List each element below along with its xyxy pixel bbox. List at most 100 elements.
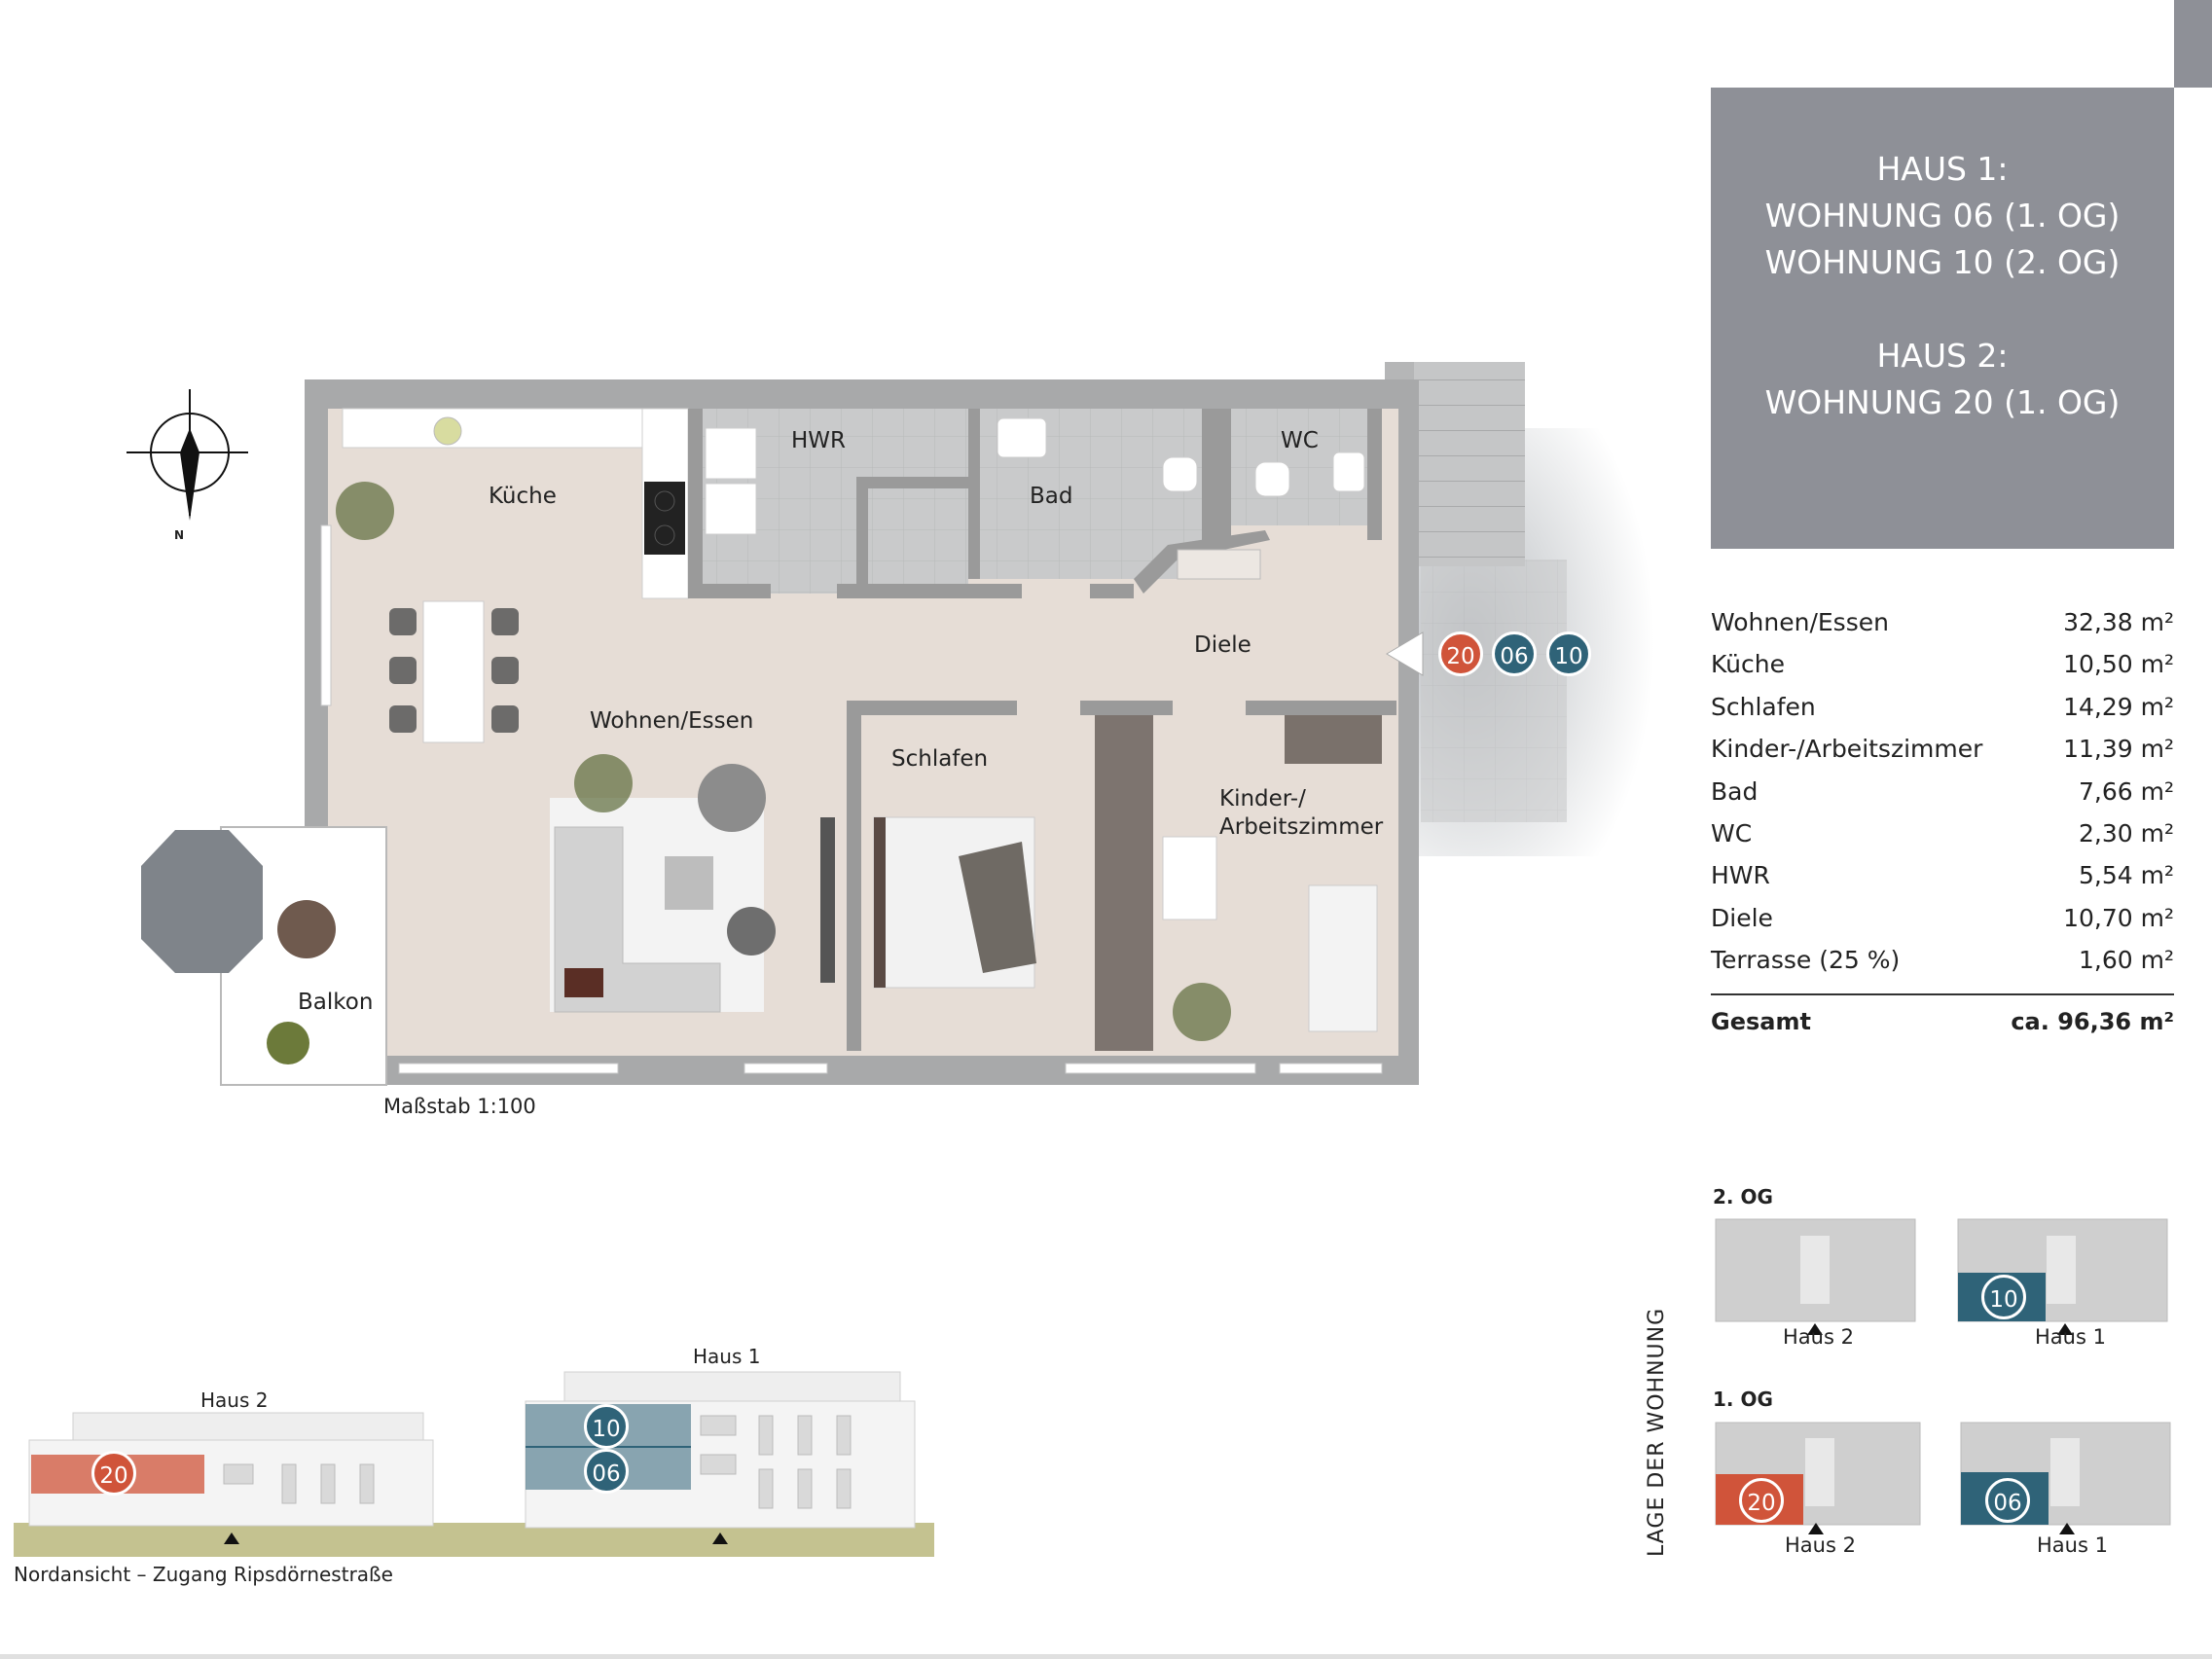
wall	[703, 584, 771, 598]
divider	[1711, 992, 2174, 995]
washer	[705, 427, 757, 480]
dryer	[705, 483, 757, 535]
wall	[1134, 530, 1270, 594]
sink	[997, 417, 1047, 458]
scale-label: Maßstab 1:100	[383, 1095, 536, 1118]
single-bed	[1308, 884, 1378, 1032]
wall	[837, 584, 1022, 598]
area-name: HWR	[1711, 861, 1770, 890]
area-row: Wohnen/Essen 32,38 m²	[1711, 601, 2174, 643]
desk	[1162, 836, 1217, 920]
elevation-caption: Nordansicht – Zugang Ripsdörnestraße	[14, 1563, 393, 1586]
area-name: Terrasse (25 %)	[1711, 946, 1901, 975]
area-value: 5,54 m²	[2079, 861, 2174, 890]
entrance-marker-icon	[1807, 1323, 1823, 1335]
wall	[847, 701, 1017, 715]
area-name: Küche	[1711, 650, 1785, 679]
wall	[856, 477, 868, 584]
header-wohnung-20: WOHNUNG 20 (1. OG)	[1764, 383, 2121, 421]
header-wohnung-10: WOHNUNG 10 (2. OG)	[1764, 243, 2121, 281]
header-haus2-title: HAUS 2:	[1876, 337, 2009, 375]
chair	[389, 657, 417, 684]
wall	[1090, 584, 1134, 598]
elevation-haus2-label: Haus 2	[200, 1389, 269, 1412]
total-label: Gesamt	[1711, 1007, 1811, 1035]
mini-badge-20: 20	[1739, 1478, 1784, 1523]
bed-blanket	[959, 842, 1036, 973]
header-haus1-title: HAUS 1:	[1876, 150, 2009, 188]
entrance-tiles	[1421, 559, 1567, 822]
floor-label-1og: 1. OG	[1713, 1388, 1773, 1411]
badge-06: 06	[1492, 631, 1537, 676]
entrance-marker-icon	[1808, 1523, 1824, 1534]
area-value: 2,30 m²	[2079, 818, 2174, 848]
wardrobe	[1177, 549, 1261, 580]
wall	[847, 701, 861, 1051]
staircase	[1413, 362, 1525, 566]
wall	[968, 409, 980, 579]
wc-toilet	[1254, 461, 1290, 497]
tv-board	[820, 817, 835, 983]
room-label-schlafen: Schlafen	[891, 746, 989, 772]
room-label-diele: Diele	[1194, 632, 1251, 658]
ground	[14, 1523, 934, 1557]
bed-headboard	[874, 817, 886, 988]
chair	[491, 657, 519, 684]
area-name: Schlafen	[1711, 692, 1816, 721]
header-wohnung-06: WOHNUNG 06 (1. OG)	[1764, 197, 2121, 234]
wall	[1080, 701, 1173, 715]
wc-sink	[1332, 451, 1365, 492]
windows	[320, 524, 1383, 1074]
entrance-arrow-icon	[1386, 631, 1424, 676]
shaft	[1095, 715, 1153, 1051]
sofa	[554, 826, 721, 1013]
room-label-kinder-2: Arbeitszimmer	[1219, 814, 1384, 840]
compass-icon	[127, 389, 248, 521]
chair	[389, 608, 417, 635]
room-label-wc: WC	[1281, 428, 1319, 453]
area-value: 7,66 m²	[2079, 776, 2174, 806]
area-value: 10,50 m²	[2063, 650, 2174, 679]
dining-table	[422, 600, 485, 743]
room-label-kinder-1: Kinder-/	[1219, 786, 1306, 811]
area-value: 14,29 m²	[2063, 692, 2174, 721]
location-plans	[1715, 1218, 2171, 1534]
balcony-plant	[267, 1022, 309, 1064]
area-value: 32,38 m²	[2063, 608, 2174, 636]
mini-haus1-2og-label: Haus 1	[2035, 1325, 2106, 1349]
room-label-bad: Bad	[1030, 484, 1073, 509]
elevation-drawing	[14, 1371, 934, 1557]
facade-windows	[223, 1415, 852, 1509]
area-name: Wohnen/Essen	[1711, 608, 1889, 636]
mini-haus2-2og-label: Haus 2	[1783, 1325, 1854, 1349]
entrance-marker-icon	[2059, 1523, 2075, 1534]
plant-icon	[336, 482, 1231, 1041]
elevation-badge-06: 06	[584, 1449, 629, 1494]
wall	[1202, 409, 1231, 540]
badge-10: 10	[1546, 631, 1591, 676]
area-row: HWR 5,54 m²	[1711, 854, 2174, 896]
mini-haus1-1og-label: Haus 1	[2037, 1533, 2108, 1557]
area-value: 1,60 m²	[2079, 946, 2174, 975]
cooktop	[644, 482, 685, 555]
chair	[491, 608, 519, 635]
mini-haus2-1og-label: Haus 2	[1785, 1533, 1856, 1557]
apartment-header: HAUS 1: WOHNUNG 06 (1. OG) WOHNUNG 10 (2…	[1711, 88, 2174, 549]
area-row: Schlafen 14,29 m²	[1711, 686, 2174, 728]
entrance-marker-icon	[712, 1533, 728, 1544]
room-label-kueche: Küche	[489, 484, 557, 509]
area-table: Wohnen/Essen 32,38 m² Küche 10,50 m² Schla…	[1711, 601, 2174, 1043]
kitchen-counter	[342, 408, 689, 449]
entrance-marker-icon	[2057, 1323, 2073, 1335]
wall	[688, 409, 703, 598]
lamp	[727, 907, 776, 956]
parasol	[141, 830, 263, 973]
corner-tab	[2174, 0, 2212, 88]
hob	[654, 524, 675, 546]
wall	[1246, 701, 1396, 715]
